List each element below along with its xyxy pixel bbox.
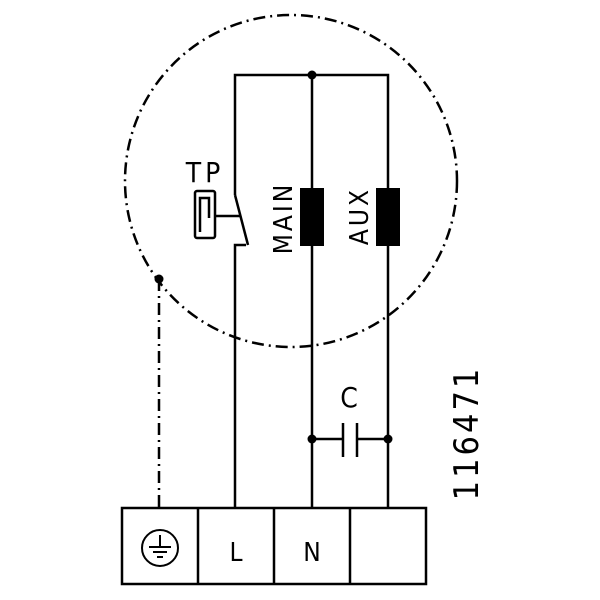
junction-dot <box>307 434 317 444</box>
line-wire <box>233 243 246 507</box>
tp-bimetal <box>198 196 211 232</box>
aux-winding <box>376 188 400 246</box>
thermal-switch-contact <box>233 194 250 246</box>
tp-body <box>193 189 217 240</box>
main-winding <box>300 188 324 246</box>
main-label: MAIN <box>269 182 299 255</box>
motor-housing-outline <box>123 13 459 349</box>
drawing-number: 116471 <box>447 366 487 501</box>
junction-dot <box>383 434 393 444</box>
junction-dot <box>307 70 317 80</box>
terminal-label-n: N <box>303 538 321 568</box>
tp-label: TP <box>185 156 225 189</box>
capacitor-label: C <box>340 381 358 414</box>
earth-ground-icon <box>141 529 179 567</box>
earth-junction-dot <box>154 274 164 284</box>
aux-label: AUX <box>345 187 375 245</box>
terminal-label-l: L <box>229 538 242 568</box>
